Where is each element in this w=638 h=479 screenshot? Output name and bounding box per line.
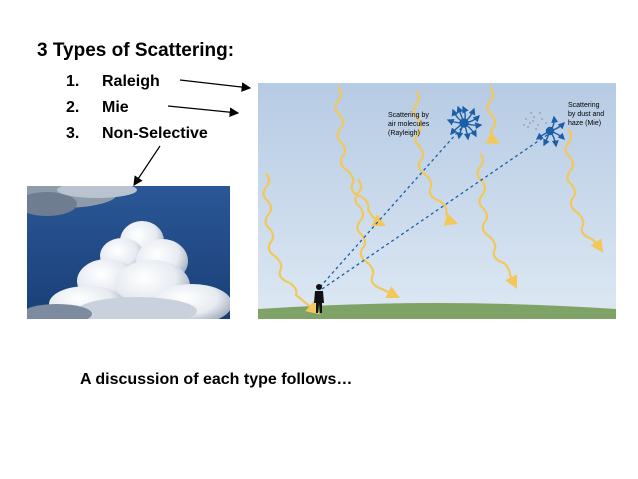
footer-text: A discussion of each type follows…: [80, 371, 353, 388]
list-item: 1. Raleigh: [66, 72, 208, 98]
list-label-non-selective: Non-Selective: [102, 125, 208, 142]
diagram-ground: [258, 303, 616, 319]
scattering-diagram: Scattering by air molecules (Rayleigh) S…: [258, 83, 616, 319]
list-label-mie: Mie: [102, 99, 129, 116]
cloud-photo: [27, 186, 230, 319]
list-item: 3. Non-Selective: [66, 124, 208, 150]
mie-path: [321, 132, 551, 290]
arrow-raleigh: [179, 79, 252, 92]
rayleigh-scatter-burst: [446, 105, 483, 141]
list-number: 1.: [66, 73, 80, 90]
arrow-non-selective: [133, 145, 161, 186]
list-number: 3.: [66, 125, 80, 142]
arrow-mie: [167, 105, 240, 117]
sunlight-rays: [262, 86, 604, 315]
list-item: 2. Mie: [66, 98, 208, 124]
observer-silhouette: [314, 284, 324, 313]
list-number: 2.: [66, 99, 80, 116]
scattering-types-list: 1. Raleigh 2. Mie 3. Non-Selective: [66, 72, 208, 150]
rayleigh-path: [319, 124, 465, 288]
list-label-raleigh: Raleigh: [102, 73, 160, 90]
mie-scatter-burst: [523, 112, 565, 148]
label-mie: Scattering by dust and haze (Mie): [568, 102, 606, 127]
label-rayleigh: Scattering by air molecules (Rayleigh): [388, 112, 431, 137]
slide-title: 3 Types of Scattering:: [37, 40, 235, 61]
